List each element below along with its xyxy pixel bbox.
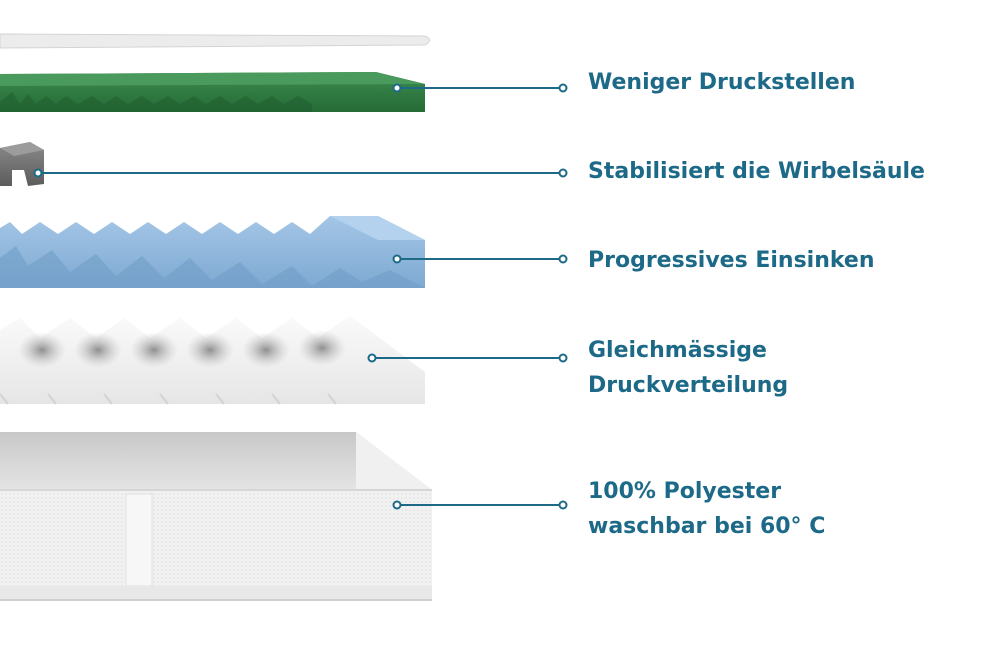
top-cover-strip [0,33,430,49]
cover-base [0,432,432,601]
white-foam-layer [0,316,425,405]
green-foam-layer [0,72,425,112]
label-white-foam-line-1: Gleichmässige [588,338,767,363]
label-cover-base: 100% Polyester waschbar bei 60° C [588,474,825,544]
label-cover-base-line-2: waschbar bei 60° C [588,514,826,539]
label-blue-foam: Progressives Einsinken [588,243,875,278]
label-green-foam-text: Weniger Druckstellen [588,70,856,95]
label-white-foam-line-2: Druckverteilung [588,373,789,398]
grey-core-piece [0,142,44,186]
callout-4 [367,353,568,363]
label-grey-core: Stabilisiert die Wirbelsäule [588,154,925,189]
label-grey-core-text: Stabilisiert die Wirbelsäule [588,159,925,184]
label-green-foam: Weniger Druckstellen [588,65,855,100]
label-white-foam: Gleichmässige Druckverteilung [588,333,788,403]
blue-foam-layer [0,216,425,288]
callout-5 [392,500,568,510]
label-cover-base-line-1: 100% Polyester [588,479,782,504]
label-blue-foam-text: Progressives Einsinken [588,248,875,273]
callout-2 [33,168,568,178]
callout-3 [392,254,568,264]
callouts [33,83,568,510]
callout-1 [392,83,568,93]
